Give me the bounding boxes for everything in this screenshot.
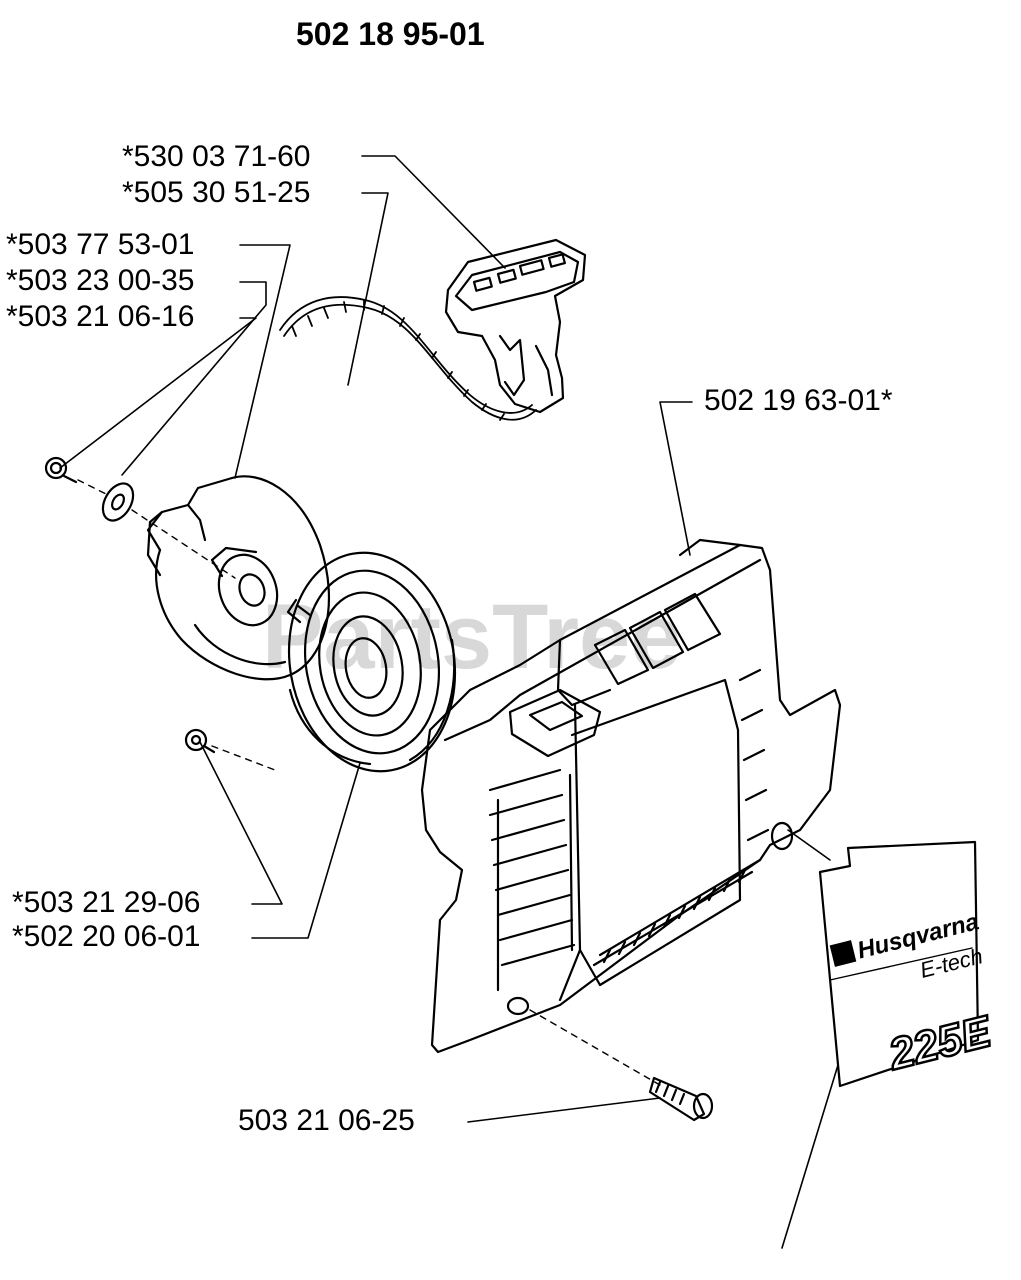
center-screw-drawing	[44, 456, 78, 484]
starter-rope-drawing	[279, 296, 537, 421]
spring-cassette-drawing	[286, 551, 457, 773]
decal-lettering: Husqvarna E-tech 225E	[829, 908, 999, 1081]
decal-subline-text: E-tech	[917, 943, 985, 983]
part-label-handle[interactable]: *530 03 71-60	[122, 140, 311, 173]
part-label-rope[interactable]: *505 30 51-25	[122, 176, 311, 209]
decal-drawing	[818, 840, 980, 1088]
housing-screw-drawing	[648, 1076, 714, 1122]
assembly-axis	[77, 479, 661, 1086]
spring-screw-drawing	[184, 728, 216, 754]
assembly-number: 502 18 95-01	[296, 16, 485, 52]
part-label-pulley[interactable]: *503 77 53-01	[6, 228, 195, 261]
leader-washer	[121, 281, 267, 476]
part-label-spring-screw[interactable]: *503 21 29-06	[12, 886, 201, 919]
leader-spring-screw	[199, 741, 283, 905]
leader-pulley	[234, 244, 291, 479]
leader-lines	[59, 155, 839, 1249]
starter-handle-drawing	[444, 238, 587, 414]
starter-housing-drawing	[420, 538, 842, 1054]
washer-drawing	[101, 482, 135, 522]
leader-spring-cassette	[251, 762, 361, 939]
leader-decal	[781, 1064, 839, 1249]
leader-handle	[361, 155, 506, 269]
leader-housing	[659, 401, 693, 556]
leader-decal-top	[787, 829, 831, 861]
husqvarna-crown-logo-icon	[829, 940, 857, 967]
part-label-center-screw[interactable]: *503 21 06-16	[6, 300, 195, 333]
leader-housing-screw	[467, 1097, 661, 1123]
watermark-text: PartsTree	[262, 586, 681, 688]
part-label-spring-cassette[interactable]: *502 20 06-01	[12, 920, 201, 953]
leader-rope	[347, 192, 389, 386]
decal-model-text: 225E	[883, 1007, 997, 1080]
part-label-starter-housing[interactable]: 502 19 63-01*	[704, 384, 893, 417]
leader-center-screw	[59, 317, 257, 469]
part-label-washer[interactable]: *503 23 00-35	[6, 264, 195, 297]
part-label-housing-screw[interactable]: 503 21 06-25	[238, 1104, 415, 1137]
